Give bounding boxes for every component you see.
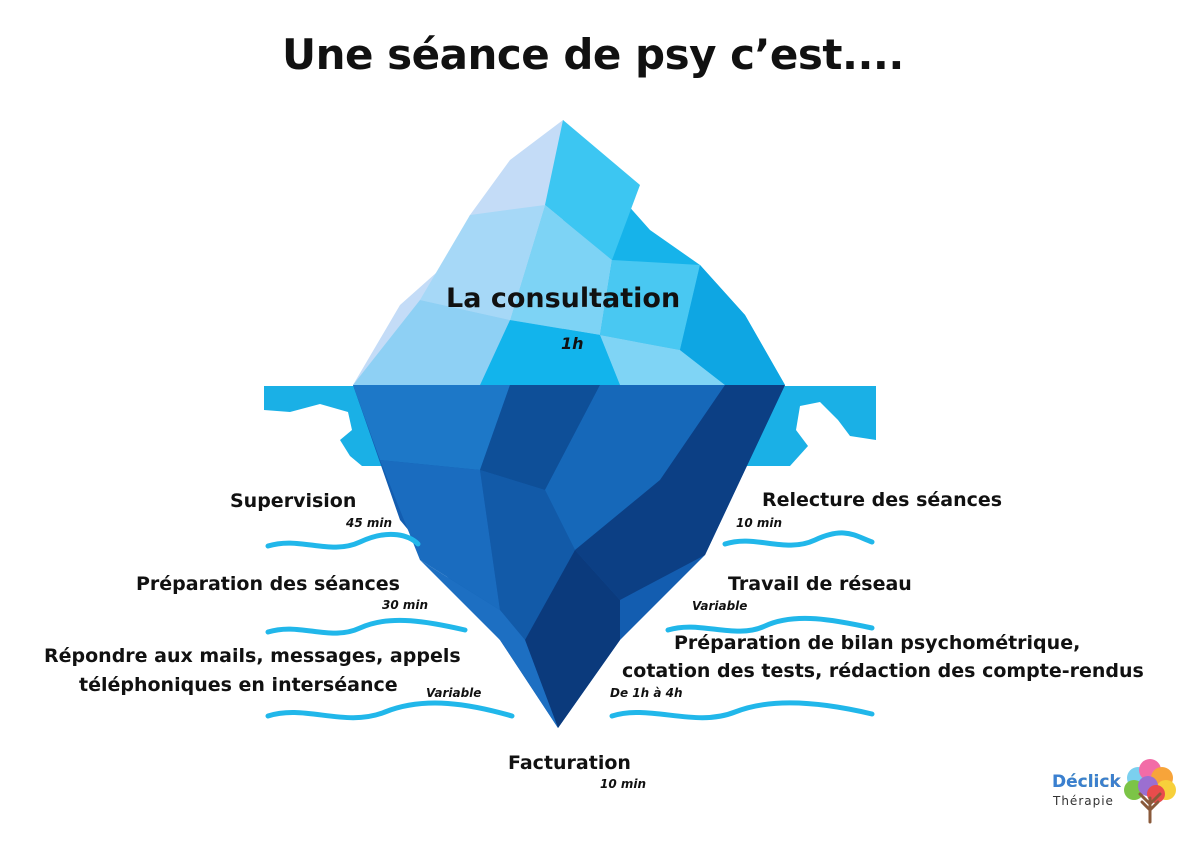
facturation-label: Facturation	[508, 752, 631, 774]
bilan-label-line2: cotation des tests, rédaction des compte…	[622, 660, 1144, 682]
bilan-duration: De 1h à 4h	[610, 686, 683, 700]
mails-messages-label-line1: Répondre aux mails, messages, appels	[44, 645, 461, 667]
wave-right-2	[665, 615, 875, 634]
relecture-duration: 10 min	[736, 516, 783, 530]
water-foam-right	[790, 402, 876, 466]
consultation-duration: 1h	[561, 334, 584, 353]
bilan-label-line1: Préparation de bilan psychométrique,	[674, 632, 1081, 654]
preparation-seances-duration: 30 min	[382, 598, 429, 612]
wave-left-3	[265, 700, 515, 721]
wave-left-1	[265, 531, 421, 550]
travail-reseau-duration: Variable	[692, 599, 748, 613]
wave-right-1	[722, 530, 875, 548]
mails-messages-duration: Variable	[426, 686, 482, 700]
declick-logo: Déclick Thérapie	[1050, 758, 1182, 826]
brain-tree-icon	[1124, 759, 1176, 824]
iceberg-body	[353, 385, 785, 728]
logo-subtitle: Thérapie	[1053, 794, 1114, 808]
travail-reseau-label: Travail de réseau	[728, 573, 912, 595]
facturation-duration: 10 min	[600, 777, 647, 791]
iceberg-tip	[353, 120, 785, 385]
wave-right-3	[609, 700, 875, 721]
wave-left-2	[265, 617, 468, 636]
water-foam-left	[264, 404, 362, 466]
page-title: Une séance de psy c’est....	[282, 30, 904, 79]
supervision-duration: 45 min	[346, 516, 393, 530]
relecture-label: Relecture des séances	[762, 489, 1003, 511]
logo-word: Déclick	[1052, 772, 1121, 792]
consultation-label: La consultation	[446, 283, 681, 314]
mails-messages-label-line2: téléphoniques en interséance	[79, 674, 398, 696]
supervision-label: Supervision	[230, 490, 357, 512]
preparation-seances-label: Préparation des séances	[136, 573, 400, 595]
